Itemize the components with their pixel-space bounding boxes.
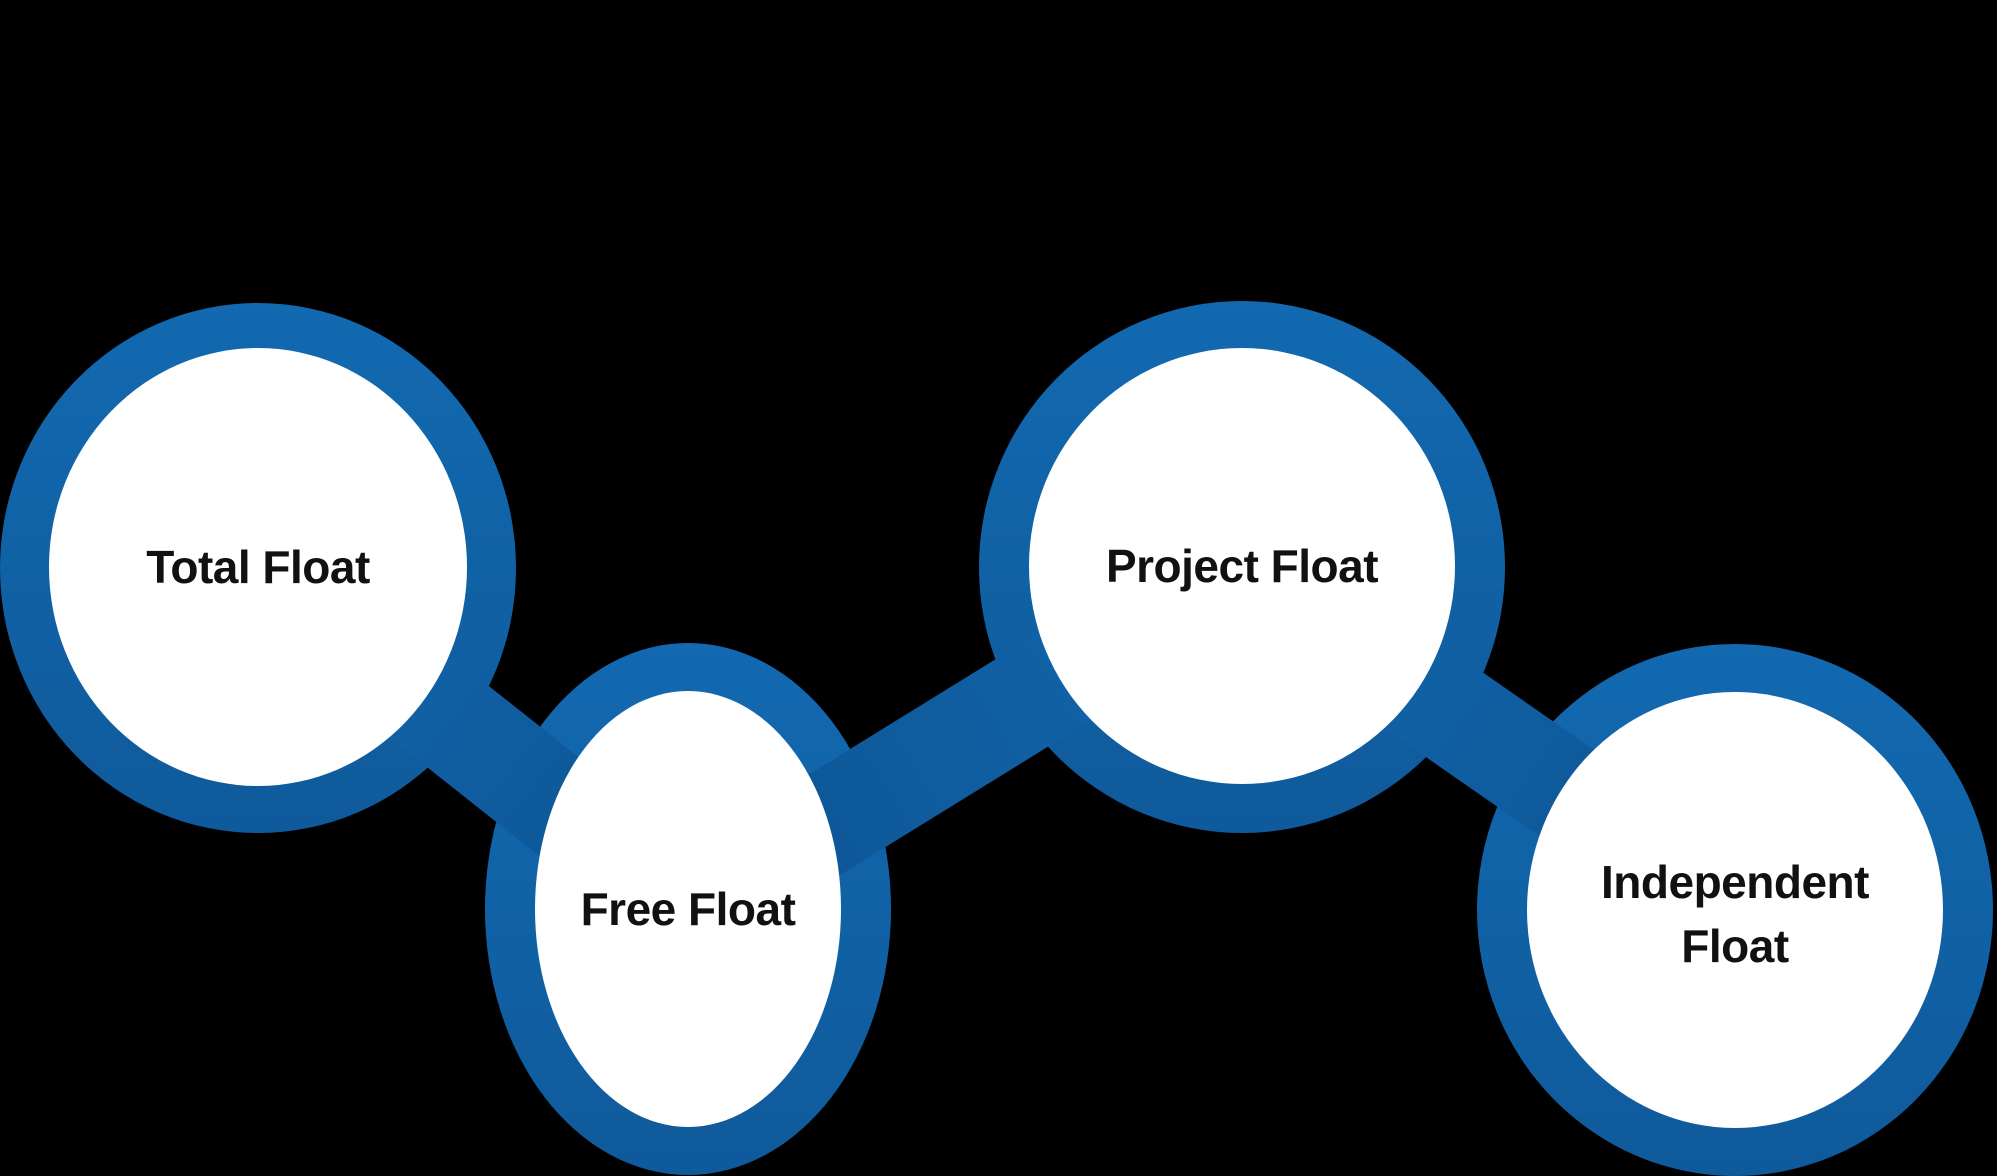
node-labels: Total Float Free Float Project Float Ind…: [146, 540, 1869, 972]
face-total-float: [49, 348, 467, 786]
face-free-float: [535, 691, 841, 1127]
label-total-float: Total Float: [146, 541, 370, 593]
node-faces: [49, 348, 1943, 1128]
face-independent-float: [1527, 692, 1943, 1128]
face-project-float: [1029, 348, 1455, 784]
label-independent-float-line1: Independent: [1601, 856, 1869, 908]
label-independent-float-line2: Float: [1681, 920, 1789, 972]
label-free-float: Free Float: [581, 883, 796, 935]
label-project-float: Project Float: [1106, 540, 1378, 592]
